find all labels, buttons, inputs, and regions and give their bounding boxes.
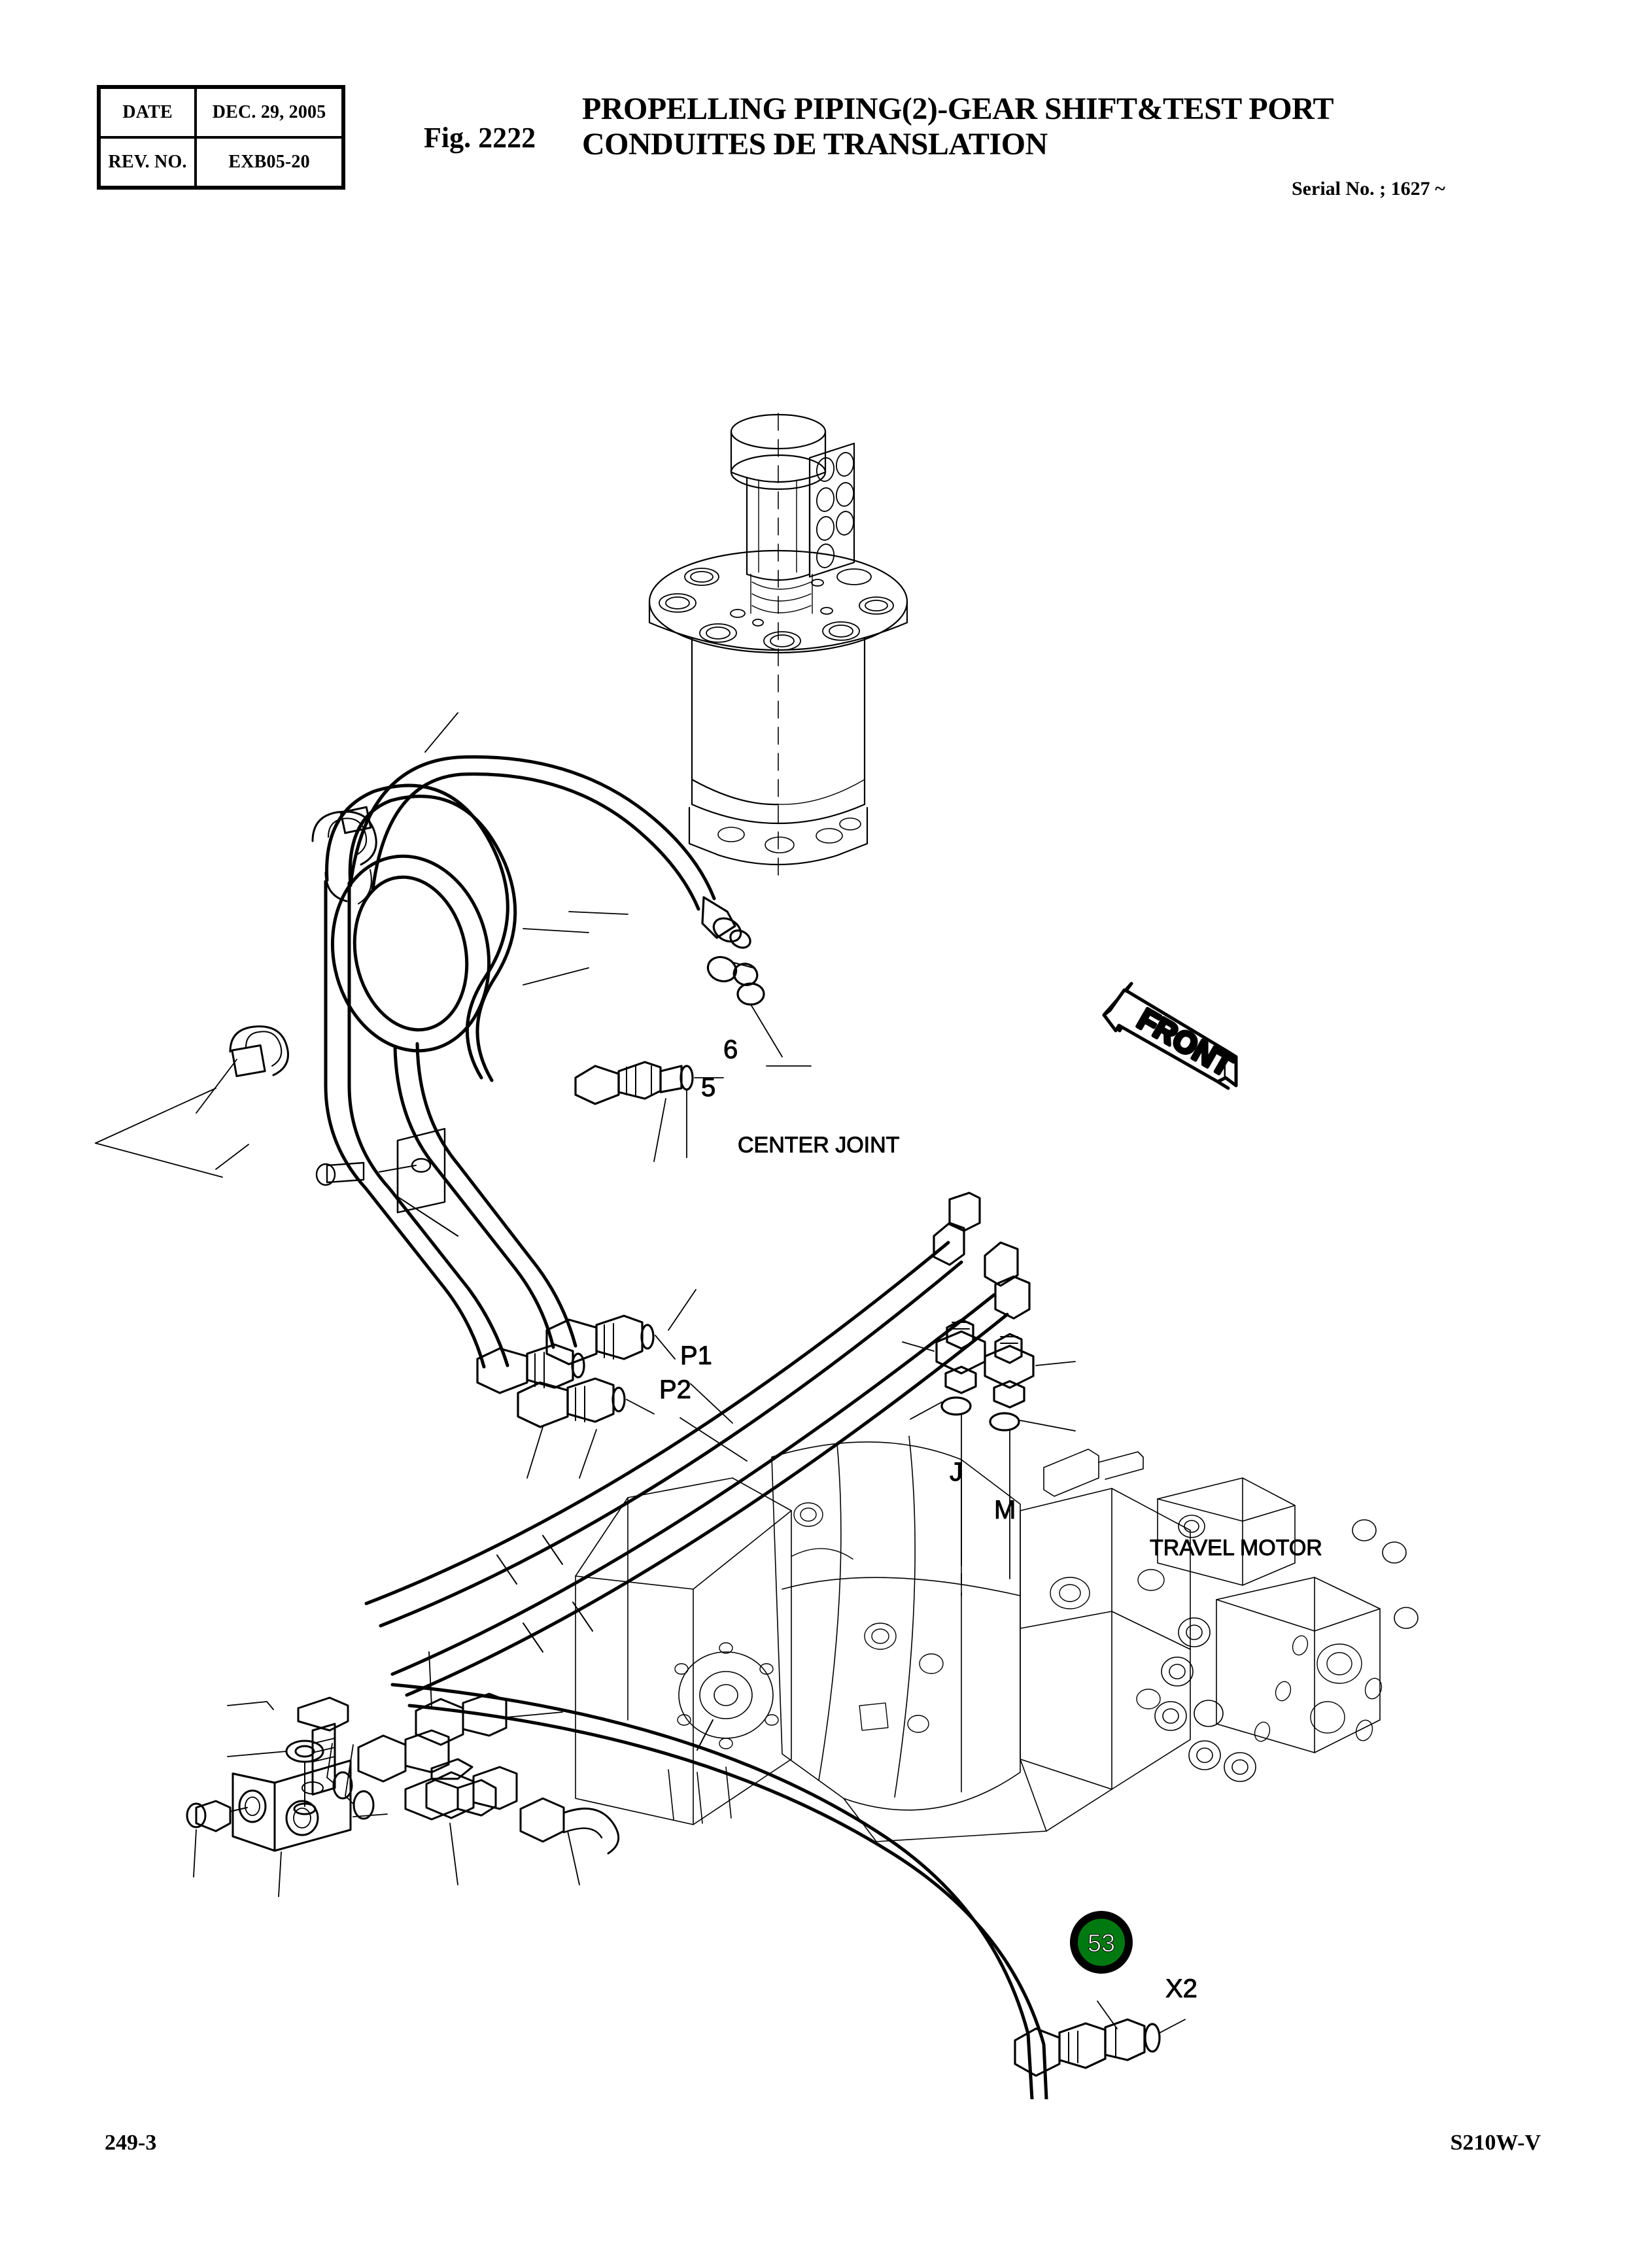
hose-clamp-lower bbox=[229, 1025, 289, 1078]
x2-fitting bbox=[1014, 2018, 1186, 2077]
travel-motor-assembly bbox=[575, 1435, 1419, 1842]
center-joint-assembly bbox=[648, 413, 908, 878]
travel-motor-group-label: TRAVEL MOTOR bbox=[1150, 1536, 1322, 1560]
callout-53-label: 53 bbox=[1088, 1930, 1115, 1957]
hose-bracket bbox=[315, 1127, 458, 1237]
title-line-english: PROPELLING PIPING(2)-GEAR SHIFT&TEST POR… bbox=[582, 92, 1334, 126]
leader-lines-jm bbox=[902, 1341, 1076, 1596]
table-row: DATE DEC. 29, 2005 bbox=[101, 89, 341, 136]
leader-line-53 bbox=[1097, 2000, 1118, 2029]
callout-6-label: 6 bbox=[723, 1035, 738, 1064]
leader-lines-p-ports bbox=[526, 1289, 748, 1479]
serial-number: Serial No. ; 1627 ~ bbox=[1292, 178, 1445, 199]
port-j-label: J bbox=[950, 1458, 963, 1486]
center-joint-fittings bbox=[574, 896, 765, 1105]
title-line-french: CONDUITES DE TRANSLATION bbox=[582, 126, 1048, 162]
oring-item6 bbox=[736, 982, 765, 1006]
date-value: DEC. 29, 2005 bbox=[212, 102, 326, 122]
table-row: REV. NO. EXB05-20 bbox=[101, 136, 341, 186]
lower-hose-bundle bbox=[364, 1241, 1048, 2099]
figure-number: Fig. 2222 bbox=[424, 122, 536, 154]
port-p1-label: P1 bbox=[680, 1341, 712, 1370]
oring bbox=[353, 1790, 375, 1820]
revision-table: DATE DEC. 29, 2005 REV. NO. EXB05-20 bbox=[97, 85, 345, 190]
p1-p2-fittings bbox=[476, 1314, 655, 1428]
callout-5-label: 5 bbox=[701, 1073, 715, 1102]
upper-hose-bundle bbox=[324, 755, 716, 1369]
page-number: 249-3 bbox=[105, 2131, 157, 2155]
jm-fittings bbox=[933, 1192, 1035, 1432]
port-x2-label: X2 bbox=[1165, 1974, 1197, 2003]
leader-lines-center-joint bbox=[95, 712, 812, 1178]
model-designation: S210W-V bbox=[1450, 2131, 1541, 2155]
date-label: DATE bbox=[101, 89, 198, 136]
port-p2-label: P2 bbox=[659, 1375, 691, 1404]
hose-loop bbox=[330, 854, 491, 1053]
oring-item5 bbox=[680, 1065, 694, 1091]
front-arrow: FRONT bbox=[1102, 982, 1241, 1090]
assembly-drawing: 6 5 CENTER JOINT FRONT bbox=[0, 216, 1652, 2099]
manifold-block-assembly bbox=[186, 1692, 619, 1855]
oring bbox=[332, 1771, 353, 1800]
rev-no-label: REV. NO. bbox=[101, 139, 198, 186]
callout-badge-53[interactable]: 53 bbox=[1070, 1911, 1133, 1974]
leader-lines-manifold bbox=[193, 1651, 580, 1897]
rev-no-value: EXB05-20 bbox=[228, 152, 310, 172]
center-joint-group-label: CENTER JOINT bbox=[738, 1133, 899, 1158]
port-m-label: M bbox=[994, 1496, 1016, 1524]
page-title: PROPELLING PIPING(2)-GEAR SHIFT&TEST POR… bbox=[582, 92, 1334, 162]
